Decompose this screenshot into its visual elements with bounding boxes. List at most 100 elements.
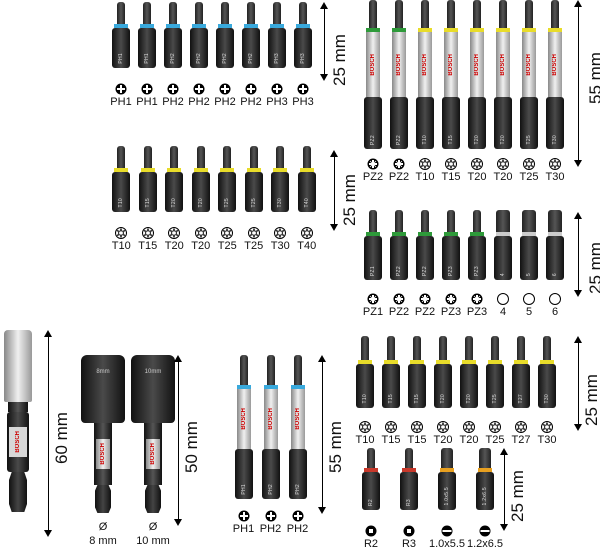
bit-size-engraving: T10 bbox=[362, 394, 368, 404]
color-band bbox=[220, 168, 235, 172]
bit-tip bbox=[473, 210, 481, 232]
bit-tip bbox=[465, 336, 473, 360]
bit-tip bbox=[405, 448, 413, 468]
bit-body: T30 bbox=[546, 97, 564, 149]
bit-body: T27 bbox=[512, 364, 530, 408]
bit-tip bbox=[525, 0, 533, 28]
bit-body: PH2 bbox=[190, 28, 208, 68]
bit-size-engraving: T30 bbox=[552, 135, 558, 145]
color-band bbox=[444, 28, 458, 32]
bit-size-label: T20 bbox=[191, 240, 211, 252]
bit-size-engraving: T10 bbox=[422, 135, 428, 145]
nutsetter-socket: 10mm bbox=[131, 355, 175, 423]
pz-drive-icon bbox=[419, 292, 431, 310]
bit-tip bbox=[369, 0, 377, 28]
color-band bbox=[236, 385, 251, 389]
color-band bbox=[114, 24, 128, 28]
bit-size-label: T10 bbox=[111, 240, 131, 252]
bit-size-engraving: T20 bbox=[500, 135, 506, 145]
slot-drive-icon bbox=[441, 524, 453, 542]
bit-size-engraving: T25 bbox=[526, 135, 532, 145]
tx-drive-icon bbox=[515, 420, 527, 438]
bit-body: 4 bbox=[494, 236, 512, 280]
bit-size-label: T15 bbox=[441, 171, 461, 183]
brand-label: BOSCH bbox=[267, 408, 274, 430]
bit-size-engraving: PH1 bbox=[240, 484, 247, 495]
bit-body: PH3 bbox=[294, 28, 312, 68]
tx-drive-icon bbox=[300, 226, 313, 244]
bit-body: R3 bbox=[400, 472, 418, 510]
bit-size-engraving: T30 bbox=[277, 198, 284, 208]
bit-body: T20 bbox=[434, 364, 452, 408]
bit-size-engraving: PH2 bbox=[294, 484, 301, 495]
color-band bbox=[166, 24, 180, 28]
bit-body: T30 bbox=[538, 364, 556, 408]
bit-size-engraving: PH2 bbox=[196, 53, 202, 64]
bit-body: T15 bbox=[442, 97, 460, 149]
tx-drive-icon bbox=[168, 226, 181, 244]
length-label: 50 mm bbox=[182, 421, 201, 473]
bit-size-label: T40 bbox=[297, 240, 317, 252]
bit-size-label: PH1 bbox=[110, 96, 132, 108]
bit-tip bbox=[367, 448, 375, 468]
bit-size-label: T27 bbox=[511, 434, 531, 446]
nutsetter-size-label: 10 mm bbox=[136, 535, 170, 547]
color-band bbox=[392, 232, 406, 236]
brand-label: BOSCH bbox=[100, 443, 106, 465]
bit-size-engraving: PZ3 bbox=[448, 265, 454, 276]
bit-tip bbox=[239, 355, 248, 385]
bit-size-label: T30 bbox=[270, 240, 290, 252]
bit-size-engraving: T15 bbox=[388, 394, 394, 404]
bit-size-label: PZ2 bbox=[362, 171, 384, 183]
bit-tip bbox=[117, 146, 126, 168]
bit-size-engraving: T15 bbox=[414, 394, 420, 404]
brand-label: BOSCH bbox=[370, 53, 376, 76]
bit-size-engraving: T10 bbox=[118, 198, 125, 208]
slot-drive-icon bbox=[479, 524, 491, 542]
diameter-symbol: Ø bbox=[148, 521, 158, 533]
bit-body: PH3 bbox=[268, 28, 286, 68]
bit-body: PH2 bbox=[164, 28, 182, 68]
bit-body: PH1 bbox=[234, 449, 253, 499]
tx-drive-icon bbox=[141, 226, 154, 244]
bit-body: PZ2 bbox=[390, 236, 408, 280]
color-band bbox=[140, 24, 154, 28]
bit-body: T40 bbox=[297, 172, 316, 212]
color-band bbox=[192, 24, 206, 28]
ph-drive-icon bbox=[245, 82, 257, 100]
bit-size-engraving: T15 bbox=[144, 198, 151, 208]
bit-size-label: T15 bbox=[381, 434, 401, 446]
bit-size-engraving: PZ2 bbox=[422, 265, 428, 276]
color-band bbox=[440, 468, 454, 472]
bit-size-label: PH2 bbox=[214, 96, 236, 108]
bit-size-label: T30 bbox=[545, 171, 565, 183]
bit-size-engraving: 6 bbox=[552, 272, 558, 276]
ph-drive-icon bbox=[193, 82, 205, 100]
bit-size-engraving: T20 bbox=[466, 394, 472, 404]
bit-tip bbox=[395, 0, 403, 28]
bit-size-label: PH2 bbox=[188, 96, 210, 108]
tx-drive-icon bbox=[523, 157, 535, 175]
color-band bbox=[488, 360, 502, 364]
bit-size-label: 6 bbox=[551, 306, 559, 318]
color-band bbox=[496, 232, 510, 236]
bit-tip bbox=[143, 146, 152, 168]
bit-tip bbox=[117, 2, 125, 24]
